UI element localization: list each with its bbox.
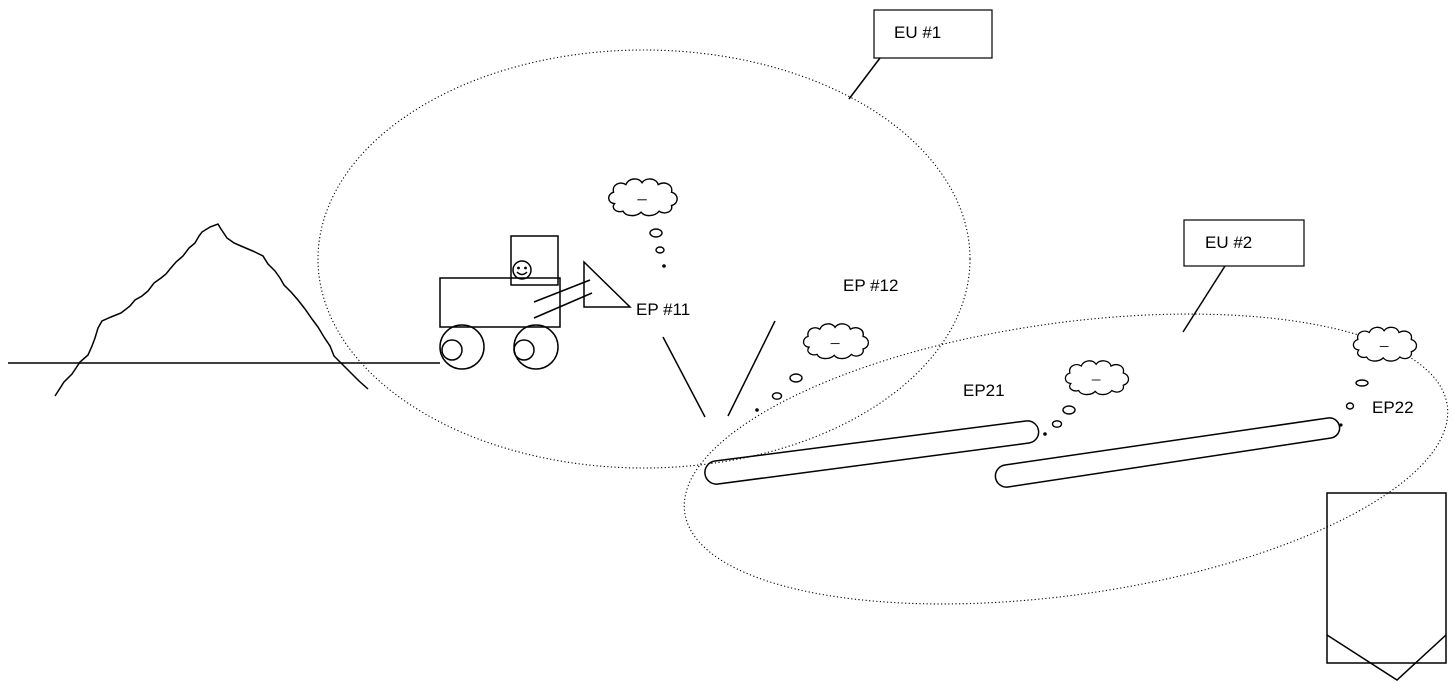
loader-hub <box>513 339 535 361</box>
hopper-icon <box>1326 492 1447 681</box>
eu2-label-box <box>1183 219 1305 267</box>
ep12-leader-line <box>727 320 776 417</box>
cloud-icon <box>802 323 870 360</box>
loader-wheel <box>439 324 485 370</box>
eu1-boundary <box>317 49 971 469</box>
cloud-icon <box>1064 360 1130 396</box>
conveyor-belt-icon <box>994 417 1341 488</box>
ep12-label: EP #12 <box>843 276 898 295</box>
loader-bucket <box>583 260 632 308</box>
smiley-face-icon <box>512 260 532 280</box>
loader-hub <box>441 339 463 361</box>
loader-wheel <box>513 324 559 370</box>
ep11-label: EP #11 <box>636 300 690 319</box>
eu2-callout-line <box>1182 265 1226 333</box>
eu1-label-box <box>873 9 993 59</box>
conveyor-belt-icon <box>704 420 1040 485</box>
loader-body <box>439 277 561 328</box>
ep11-leader-line <box>662 336 706 418</box>
ep22-label: EP22 <box>1372 398 1414 417</box>
thought-bubbles <box>649 228 1369 436</box>
loader-cab <box>510 235 559 286</box>
cloud-icon <box>1352 326 1418 362</box>
cloud-icon <box>607 178 678 217</box>
pile-icon <box>54 223 369 397</box>
ep21-label: EP21 <box>963 381 1005 400</box>
loader-icon <box>439 235 632 370</box>
eu2-boundary <box>683 313 1449 605</box>
loader-arm <box>533 292 593 319</box>
eu1-callout-line <box>848 57 881 100</box>
eu1-label: EU #1 <box>894 23 941 42</box>
loader-arm <box>533 279 591 303</box>
eu2-label: EU #2 <box>1205 233 1252 252</box>
